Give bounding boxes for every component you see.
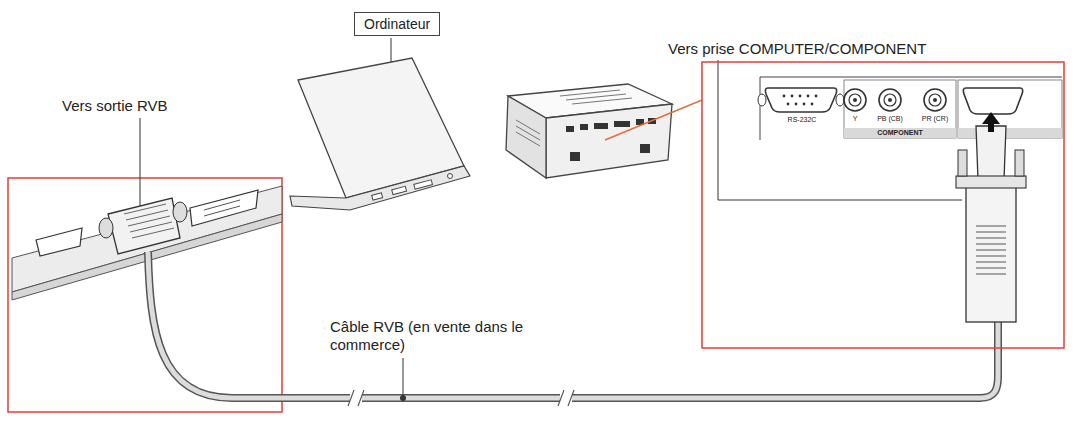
- callout-label: Câble RVB (en vente dans le commerce): [330, 318, 530, 354]
- port-label: RS-232C: [776, 116, 828, 124]
- node-text: Ordinateur: [364, 16, 430, 32]
- insert-arrow: [982, 112, 1000, 124]
- computer-box: Ordinateur: [354, 12, 440, 36]
- callout-frame: [702, 62, 1064, 348]
- callout-pointer: [605, 100, 702, 140]
- leader-line: [718, 60, 962, 200]
- vga-plug: [108, 198, 180, 254]
- port-label: PR (CR): [915, 115, 955, 123]
- port-label: COMPONENT: [844, 129, 956, 137]
- leader-line: [403, 358, 404, 395]
- laptop-base: [290, 166, 470, 210]
- dvi-port: [190, 190, 258, 226]
- rca-jack: [844, 89, 946, 111]
- port-label: Y: [845, 115, 865, 123]
- computer-port: [963, 88, 1022, 114]
- callout-frame: [8, 178, 282, 412]
- callout-label: Vers prise COMPUTER/COMPONENT: [668, 40, 926, 58]
- rs232c-port: [765, 88, 836, 112]
- callout-label: Vers sortie RVB: [62, 97, 168, 115]
- rgb-cable: [148, 252, 998, 398]
- port-label: PB (CB): [870, 115, 910, 123]
- vga-plug: [976, 126, 1006, 180]
- vga-port: [36, 228, 82, 256]
- leader-line: [140, 118, 141, 206]
